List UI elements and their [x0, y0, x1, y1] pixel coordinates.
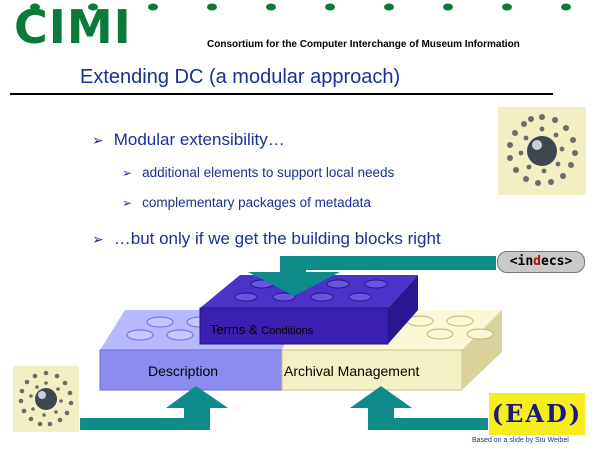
sphere-logo-top: [498, 107, 586, 195]
description-block-front: [99, 349, 283, 391]
sub-bullet-2: ➢ complementary packages of metadata: [122, 195, 371, 210]
sphere-logo-bottom: [13, 366, 79, 432]
chevron-right-icon: ➢: [92, 231, 104, 247]
header-dot-row: [30, 3, 571, 11]
cimi-logo: CIMI: [14, 0, 132, 54]
indecs-text-post: ecs>: [541, 254, 573, 269]
description-label: Description: [148, 363, 219, 379]
bullet-1: ➢ Modular extensibility…: [92, 130, 285, 150]
indecs-logo: <indecs>: [497, 251, 585, 273]
arrow-from-ead-icon: [350, 386, 488, 430]
terms-block-front: [199, 307, 389, 345]
terms-label-small: Conditions: [261, 325, 314, 337]
bullet-2-text: …but only if we get the building blocks …: [113, 229, 441, 248]
consortium-name: Consortium for the Computer Interchange …: [207, 39, 520, 50]
archival-block-side: [462, 310, 502, 390]
bullet-1-text: Modular extensibility…: [113, 130, 285, 149]
bullet-2: ➢ …but only if we get the building blocks…: [92, 229, 441, 249]
indecs-text-d: d: [533, 254, 541, 269]
ead-text: EAD: [505, 399, 569, 428]
chevron-right-icon: ➢: [92, 132, 104, 148]
terms-conditions-label: Terms & Conditions: [210, 322, 313, 337]
terms-label-main: Terms &: [210, 322, 258, 337]
sub-bullet-2-text: complementary packages of metadata: [142, 195, 371, 210]
arrow-from-indecs-icon: [248, 256, 496, 296]
chevron-right-icon: ➢: [122, 196, 133, 210]
ead-logo: (EAD): [489, 393, 585, 435]
title-rule: [10, 93, 553, 95]
archival-block-front: [281, 349, 463, 391]
slide-title: Extending DC (a modular approach): [80, 66, 401, 88]
sub-bullet-1: ➢ additional elements to support local ne…: [122, 165, 394, 180]
indecs-text-pre: <in: [509, 254, 534, 269]
archival-management-label: Archival Management: [284, 363, 420, 379]
terms-block-side: [388, 275, 418, 344]
sub-bullet-1-text: additional elements to support local nee…: [142, 165, 395, 180]
slide-credit: Based on a slide by Stu Weibel: [472, 437, 569, 444]
chevron-right-icon: ➢: [122, 166, 133, 180]
arrow-from-left-icon: [80, 386, 228, 430]
